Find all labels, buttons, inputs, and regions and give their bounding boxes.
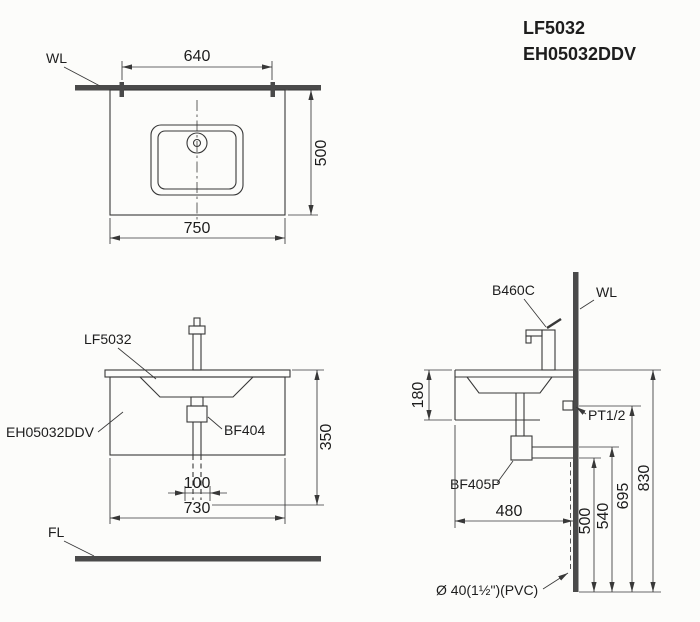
dim-480-value: 480 bbox=[496, 503, 523, 520]
supply-fitting bbox=[562, 400, 574, 411]
dim-500-height-value: 500 bbox=[577, 508, 594, 535]
dim-500-plan: 500 bbox=[288, 89, 330, 216]
floor-label: FL bbox=[48, 524, 65, 540]
drain-fitting bbox=[190, 396, 204, 407]
faucet-body-front bbox=[192, 333, 202, 371]
floor-line bbox=[75, 556, 321, 562]
dim-640: 640 bbox=[121, 48, 273, 80]
side-view: WL B460C PT1/2 BF405P 180 bbox=[410, 272, 661, 598]
basin-label: LF5032 bbox=[84, 331, 132, 347]
dim-540-value: 540 bbox=[595, 503, 612, 530]
faucet-lever-front bbox=[193, 317, 201, 327]
model-code-1: LF5032 bbox=[523, 18, 585, 38]
dim-100: 100 bbox=[168, 475, 227, 501]
dim-750-value: 750 bbox=[184, 220, 211, 237]
dim-180-value: 180 bbox=[410, 382, 427, 409]
dim-480: 480 bbox=[454, 425, 573, 528]
plan-view: WL 640 500 750 bbox=[46, 48, 330, 244]
basin-bowl-front bbox=[139, 376, 254, 398]
trap-front bbox=[186, 405, 208, 423]
bracket-right bbox=[270, 82, 275, 97]
faucet-hole bbox=[186, 132, 208, 154]
trap-label: BF405P bbox=[450, 476, 501, 492]
supply-label: PT1/2 bbox=[588, 407, 626, 423]
cabinet-front bbox=[109, 376, 286, 456]
faucet-spout-side bbox=[525, 329, 543, 337]
bracket-left bbox=[119, 82, 124, 97]
waste-label: BF404 bbox=[224, 422, 265, 438]
dim-180: 180 bbox=[410, 369, 452, 421]
faucet-label: B460C bbox=[492, 282, 535, 298]
faucet-body-side bbox=[541, 329, 556, 371]
title-block: LF5032 EH05032DDV bbox=[523, 18, 636, 64]
dim-730-value: 730 bbox=[184, 500, 211, 517]
dim-500-plan-value: 500 bbox=[313, 140, 330, 167]
dim-830-value: 830 bbox=[636, 465, 653, 492]
dim-730: 730 bbox=[109, 458, 286, 524]
front-view: LF5032 EH05032DDV BF404 350 bbox=[6, 317, 335, 562]
faucet-lever-side bbox=[546, 317, 562, 330]
trap-side bbox=[510, 435, 533, 461]
dim-640-value: 640 bbox=[184, 48, 211, 65]
wall-label: WL bbox=[46, 50, 67, 66]
faucet-spout-front bbox=[188, 325, 206, 335]
dim-100-value: 100 bbox=[184, 475, 211, 492]
wall-label-side: WL bbox=[596, 284, 617, 300]
waste-pipe-label: Ø 40(1½")(PVC) bbox=[436, 582, 538, 598]
dim-350: 350 bbox=[212, 369, 335, 506]
countertop-front bbox=[104, 369, 291, 378]
dim-750: 750 bbox=[109, 218, 286, 244]
model-code-2: EH05032DDV bbox=[523, 44, 636, 64]
wall-line-side bbox=[573, 272, 579, 592]
height-dims: 500 540 695 830 bbox=[577, 369, 661, 593]
dim-350-value: 350 bbox=[318, 424, 335, 451]
wall-line bbox=[75, 85, 321, 91]
basin-bowl-side bbox=[466, 376, 553, 394]
faucet-spout-tip bbox=[525, 335, 532, 344]
dim-695-value: 695 bbox=[615, 483, 632, 510]
cabinet-label: EH05032DDV bbox=[6, 424, 95, 440]
countertop-outline bbox=[109, 89, 286, 216]
